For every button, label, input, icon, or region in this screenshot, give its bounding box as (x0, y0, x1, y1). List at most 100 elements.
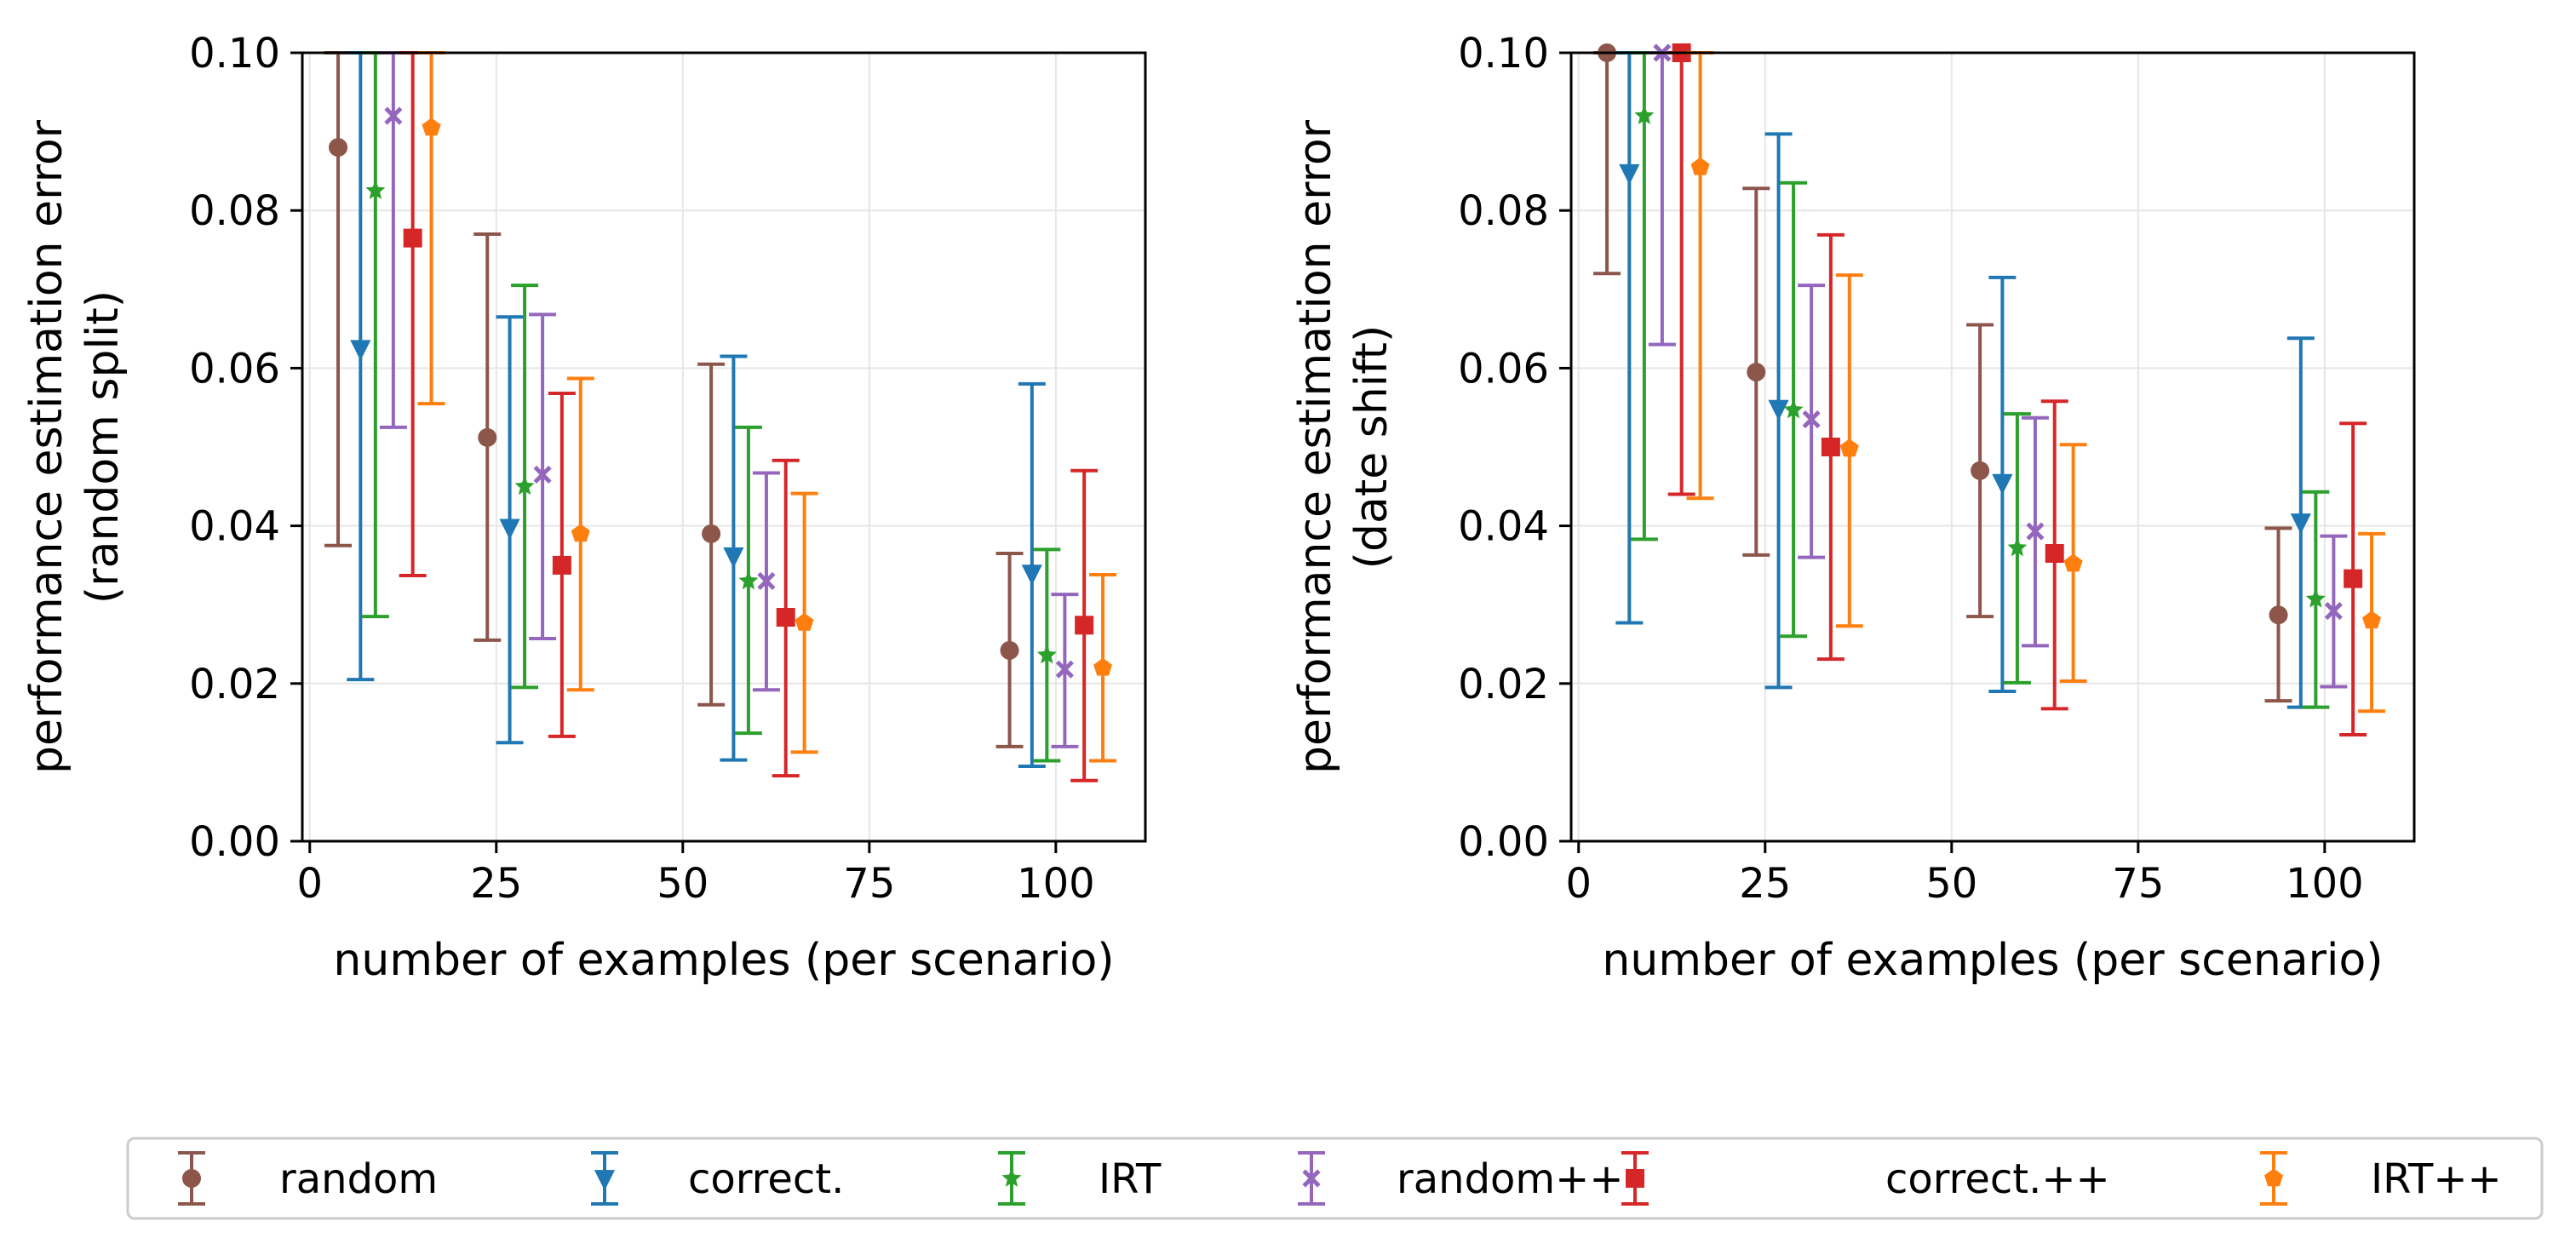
x-tick-label: 50 (657, 860, 709, 908)
y-tick-label: 0.08 (189, 187, 280, 235)
data-point-marker (1821, 438, 1840, 456)
legend-label: IRT++ (2371, 1155, 2502, 1203)
data-point-marker (571, 524, 590, 542)
legend-entry-random: random (178, 1151, 438, 1206)
data-point-marker (514, 476, 535, 496)
x-tick-label: 100 (1017, 860, 1095, 908)
y-axis-label-line-1: performance estimation error (21, 119, 72, 774)
legend-label: IRT (1099, 1155, 1162, 1203)
data-point-marker (1971, 461, 1990, 480)
y-axis-ticks: 0.00 0.02 0.04 0.06 0.08 0.10 (189, 30, 302, 866)
data-point-marker (1783, 399, 1804, 419)
x-tick-label: 75 (843, 860, 895, 908)
x-tick-label: 25 (470, 860, 522, 908)
data-point-marker (384, 106, 403, 125)
y-tick-label: 0.02 (1458, 661, 1549, 708)
data-point-marker (533, 465, 552, 484)
legend-marker (1302, 1169, 1321, 1188)
data-point-marker (2007, 537, 2028, 557)
legend-entry-IRT: IRT (998, 1151, 1162, 1206)
data-point-marker (1802, 410, 1821, 429)
legend-marker (2264, 1168, 2283, 1187)
y-tick-label: 0.06 (1458, 345, 1549, 393)
plot-area-frame (1569, 51, 2416, 843)
y-tick-label: 0.00 (1458, 818, 1549, 866)
data-point-marker (1036, 645, 1057, 664)
y-tick-label: 0.10 (189, 30, 280, 77)
data-point-marker (1634, 106, 1655, 124)
data-point-marker (2063, 553, 2083, 572)
chart-panel-random-split: 0 25 50 75 100 0.00 0.02 0.04 0.06 0.08 0.10 numb… (21, 30, 1147, 986)
y-axis-label-line-2: (random split) (77, 290, 129, 604)
series-random++ (1648, 43, 2348, 689)
x-axis-ticks: 0 25 50 75 100 (296, 841, 1095, 908)
series-correct. (347, 51, 1046, 769)
series-random++ (379, 51, 1079, 748)
legend-entry-IRT++: IRT++ (2260, 1151, 2502, 1206)
data-point-marker (757, 571, 776, 590)
data-point-marker (1992, 473, 2013, 495)
series-IRT (1630, 51, 2330, 709)
data-point-marker (2305, 588, 2326, 608)
y-tick-label: 0.04 (189, 503, 280, 551)
x-axis-label: number of examples (per scenario) (333, 935, 1114, 986)
legend-marker (1626, 1169, 1644, 1188)
legend-entry-correct.++: correct.++ (1621, 1151, 2110, 1206)
y-tick-label: 0.08 (1458, 187, 1549, 235)
y-tick-label: 0.06 (189, 345, 280, 393)
series-IRT++ (1686, 51, 2386, 713)
x-axis-label: number of examples (per scenario) (1602, 935, 2383, 986)
data-point-marker (1093, 657, 1112, 676)
data-point-marker (2045, 544, 2064, 564)
data-point-marker (1768, 399, 1789, 421)
data-point-marker (2324, 602, 2343, 621)
data-point-marker (1055, 660, 1074, 679)
y-axis-label-line-1: performance estimation error (1290, 119, 1341, 774)
data-point-marker (1075, 616, 1094, 635)
x-tick-label: 25 (1739, 860, 1791, 908)
data-point-marker (1690, 157, 1710, 175)
data-point-marker (403, 228, 422, 248)
x-tick-label: 100 (2286, 860, 2364, 908)
series-IRT (361, 51, 1061, 763)
data-point-marker (478, 427, 497, 447)
data-point-marker (329, 138, 348, 158)
x-axis-ticks: 0 25 50 75 100 (1565, 841, 2364, 908)
data-point-marker (1619, 163, 1640, 186)
x-tick-label: 0 (1565, 860, 1592, 908)
y-axis-label-line-2: (date shift) (1346, 325, 1397, 570)
plot-area-frame (301, 51, 1147, 843)
data-point-marker (552, 555, 571, 575)
x-tick-label: 0 (296, 860, 323, 908)
data-point-marker (738, 570, 759, 590)
legend-label: random (279, 1155, 438, 1203)
data-point-marker (350, 340, 371, 361)
y-tick-label: 0.10 (1458, 30, 1549, 77)
data-point-marker (1747, 363, 1766, 382)
y-tick-label: 0.04 (1458, 503, 1549, 551)
data-point-marker (2290, 513, 2311, 535)
data-point-marker (1021, 564, 1042, 586)
y-tick-label: 0.00 (189, 818, 280, 866)
y-tick-label: 0.02 (189, 661, 280, 708)
legend-marker (1001, 1167, 1022, 1187)
legend-label: random++ (1397, 1155, 1624, 1203)
legend-frame (126, 1137, 2544, 1220)
data-point-marker (702, 524, 721, 543)
legend-entry-random++: random++ (1298, 1151, 1624, 1206)
series-correct.++ (1667, 43, 2367, 736)
data-point-marker (1839, 438, 1859, 457)
error-bar-marks (1593, 43, 2386, 736)
data-point-marker (365, 181, 386, 199)
x-tick-label: 75 (2112, 860, 2164, 908)
legend: random correct. IRT random++ correct.++ IRT++ (126, 1137, 2544, 1220)
legend-entry-correct.: correct. (591, 1151, 844, 1206)
legend-marker (182, 1169, 201, 1188)
legend-label: correct.++ (1885, 1155, 2110, 1203)
x-tick-label: 50 (1925, 860, 1977, 908)
data-point-marker (2344, 569, 2363, 588)
data-point-marker (2026, 522, 2045, 541)
error-bar-marks (324, 51, 1117, 782)
